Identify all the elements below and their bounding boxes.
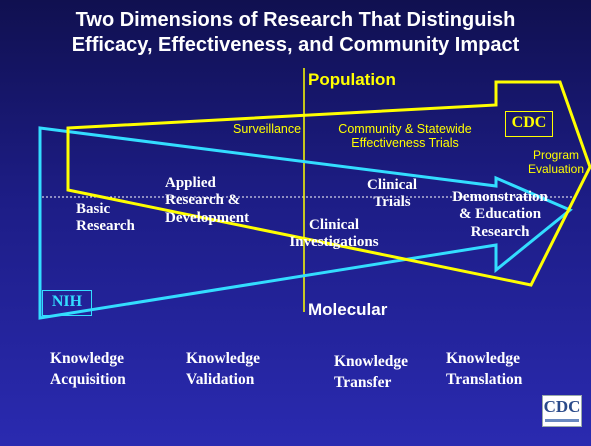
knowledge-acquisition-label: Knowledge Acquisition xyxy=(50,349,126,391)
molecular-label: Molecular xyxy=(308,300,388,319)
applied-line-2: Research & xyxy=(165,192,241,209)
clininv-line-2: Investigations xyxy=(289,234,379,251)
demo-line-3: Research xyxy=(470,223,530,240)
applied-research-label: Applied Research & Development xyxy=(165,175,249,227)
applied-line-1: Applied xyxy=(165,175,216,191)
population-label: Population xyxy=(308,70,396,89)
program-line-1: Program xyxy=(532,148,579,162)
cdc-logo-text: CDC xyxy=(543,397,581,416)
community-line-2: Effectiveness Trials xyxy=(351,136,459,151)
demo-line-2: & Education xyxy=(458,206,542,223)
acq-line-2: Acquisition xyxy=(50,370,126,388)
basic-research-label: Basic Research xyxy=(76,201,135,236)
slide-title: Two Dimensions of Research That Distingu… xyxy=(0,8,591,58)
cdc-box: CDC xyxy=(505,111,553,137)
clinical-investigations-label: Clinical Investigations xyxy=(276,217,392,252)
acq-line-1: Knowledge xyxy=(50,350,125,367)
nih-box: NIH xyxy=(42,290,92,316)
demo-line-1: Demonstration xyxy=(452,189,548,205)
program-line-2: Evaluation xyxy=(527,161,585,176)
trials-line-1: Clinical xyxy=(366,177,417,193)
val-line-2: Validation xyxy=(186,370,255,388)
tra-line-1: Knowledge xyxy=(334,353,409,370)
nih-arrow xyxy=(38,126,573,320)
program-evaluation-label: Program Evaluation xyxy=(526,148,586,177)
knowledge-translation-label: Knowledge Translation xyxy=(446,349,522,391)
trials-line-2: Trials xyxy=(373,194,411,211)
demonstration-research-label: Demonstration & Education Research xyxy=(440,189,560,241)
cdc-logo: CDC xyxy=(542,395,582,427)
val-line-1: Knowledge xyxy=(186,350,261,367)
knowledge-validation-label: Knowledge Validation xyxy=(186,349,260,391)
knowledge-transfer-label: Knowledge Transfer xyxy=(334,352,408,394)
clininv-line-1: Clinical xyxy=(308,217,359,233)
trl-line-2: Translation xyxy=(446,370,523,388)
community-line-1: Community & Statewide xyxy=(338,122,472,136)
basic-line-1: Basic xyxy=(76,201,111,217)
title-line-1: Two Dimensions of Research That Distingu… xyxy=(75,9,516,31)
title-line-2: Efficacy, Effectiveness, and Community I… xyxy=(71,34,520,56)
trl-line-1: Knowledge xyxy=(446,350,521,367)
clinical-trials-label: Clinical Trials xyxy=(352,177,432,212)
cdc-logo-tagline-bar xyxy=(545,419,579,422)
applied-line-3: Development xyxy=(165,209,250,226)
tra-line-2: Transfer xyxy=(334,373,392,391)
basic-line-2: Research xyxy=(76,218,135,235)
surveillance-label: Surveillance xyxy=(233,122,302,136)
cdc-arrow xyxy=(66,80,591,287)
community-trials-label: Community & Statewide Effectiveness Tria… xyxy=(330,122,480,151)
